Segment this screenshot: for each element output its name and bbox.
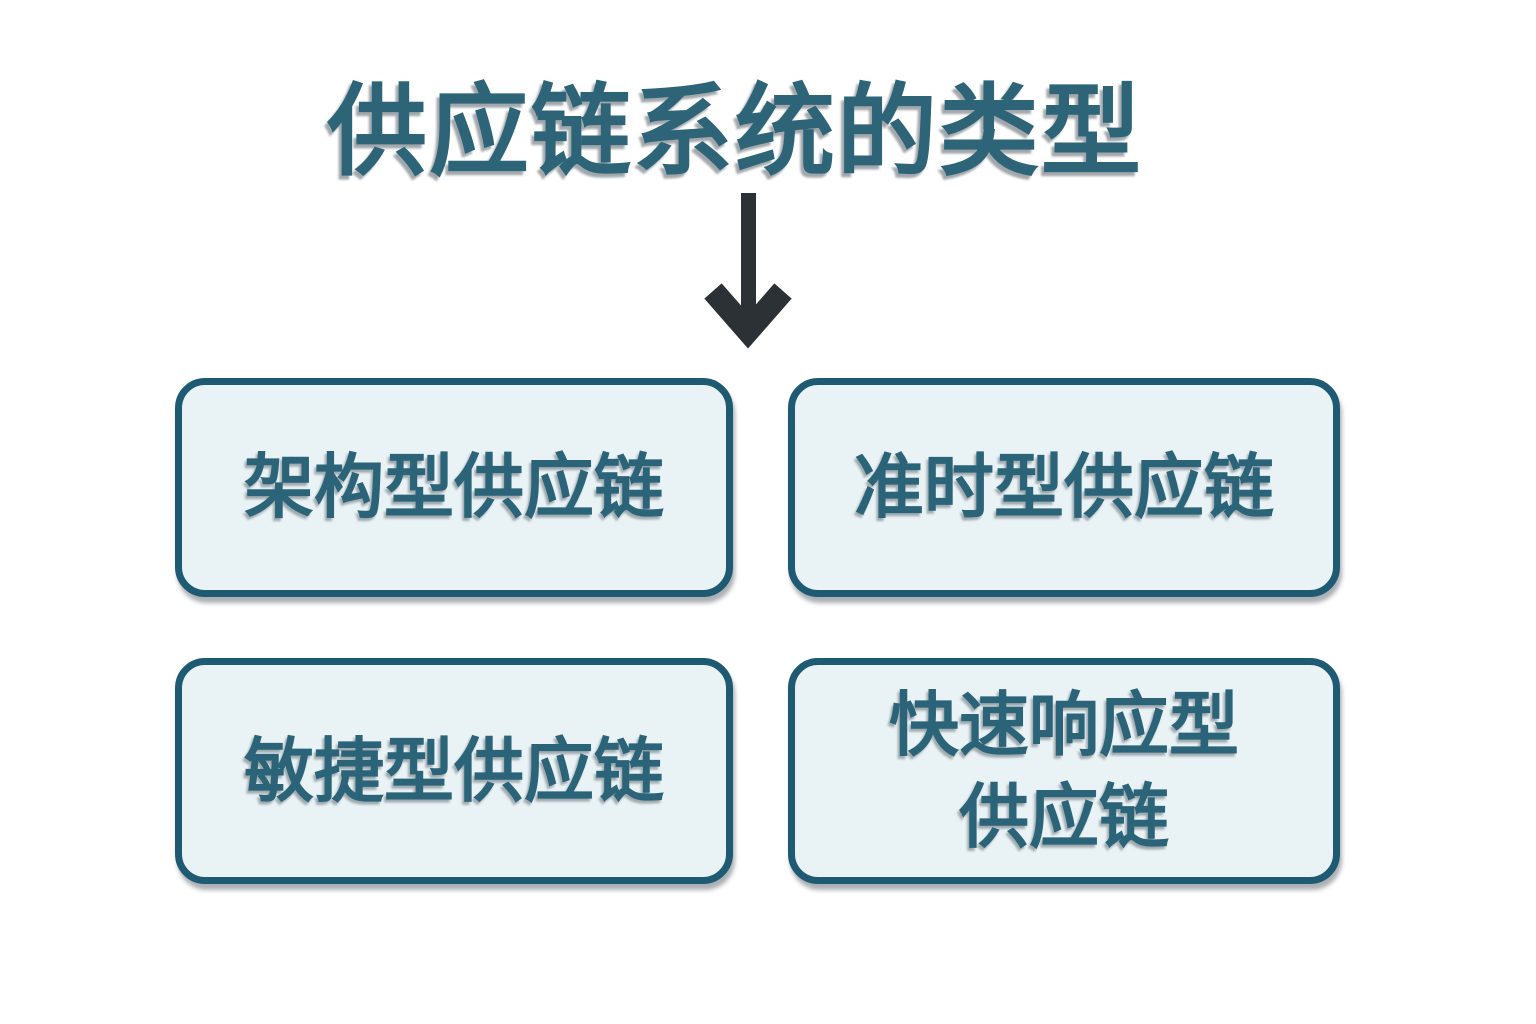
node-label: 快速响应型 供应链 <box>889 683 1239 858</box>
node-label: 架构型供应链 <box>244 446 664 529</box>
node-agile-supply-chain: 敏捷型供应链 <box>175 658 733 884</box>
node-quick-response-supply-chain: 快速响应型 供应链 <box>788 658 1340 884</box>
node-label: 敏捷型供应链 <box>244 729 664 812</box>
node-label: 准时型供应链 <box>854 446 1274 529</box>
down-arrow-icon <box>697 193 799 355</box>
node-just-in-time-supply-chain: 准时型供应链 <box>788 378 1340 597</box>
diagram-title: 供应链系统的类型 <box>327 73 1143 190</box>
node-architecture-supply-chain: 架构型供应链 <box>175 378 733 597</box>
